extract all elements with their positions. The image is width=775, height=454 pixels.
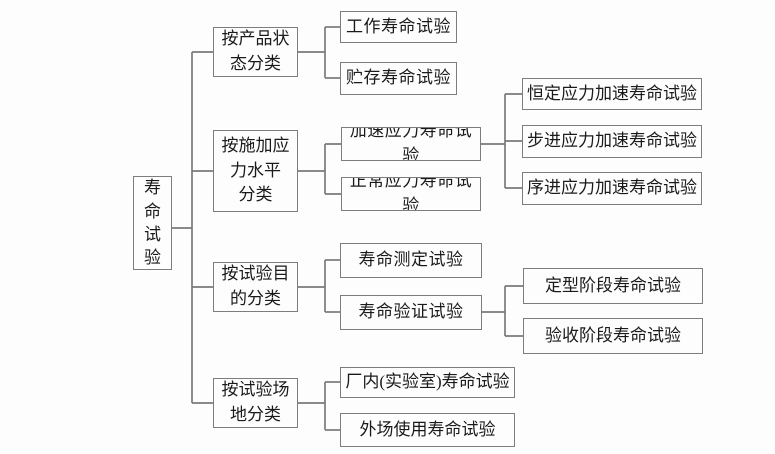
node-life-verification-test: 寿命验证试验 [340,295,482,330]
node-root-life-test: 寿命试验 [133,176,172,270]
node-category-stress-level: 按施加应 力水平 分类 [213,130,298,212]
branch2-bracket [297,143,342,195]
node-life-measurement-test: 寿命测定试验 [340,243,482,278]
node-in-plant-lab-life-test: 厂内(实验室)寿命试验 [340,367,515,398]
node-normal-stress-life-test: 正常应力寿命试验 [341,177,481,211]
node-category-product-state: 按产品状 态分类 [213,27,298,77]
accelerated-stress-bracket [480,93,523,189]
trunk-connector [171,51,214,404]
branch3-bracket [297,259,341,313]
branch4-bracket [297,381,341,431]
node-storage-life-test: 贮存寿命试验 [340,62,457,95]
node-working-life-test: 工作寿命试验 [340,11,457,43]
node-constant-stress-accelerated-test: 恒定应力加速寿命试验 [522,78,702,110]
branch1-bracket [297,26,341,79]
node-category-test-site: 按试验场 地分类 [213,378,298,428]
node-accelerated-stress-life-test: 加速应力寿命试验 [341,127,481,161]
node-progressive-stress-accelerated-test: 序进应力加速寿命试验 [522,172,702,205]
verification-bracket [481,285,524,337]
node-category-test-purpose: 按试验目 的分类 [213,262,298,312]
node-field-use-life-test: 外场使用寿命试验 [340,413,515,447]
node-step-stress-accelerated-test: 步进应力加速寿命试验 [522,125,702,158]
node-acceptance-stage-life-test: 验收阶段寿命试验 [523,318,703,354]
node-finalization-stage-life-test: 定型阶段寿命试验 [523,268,703,304]
